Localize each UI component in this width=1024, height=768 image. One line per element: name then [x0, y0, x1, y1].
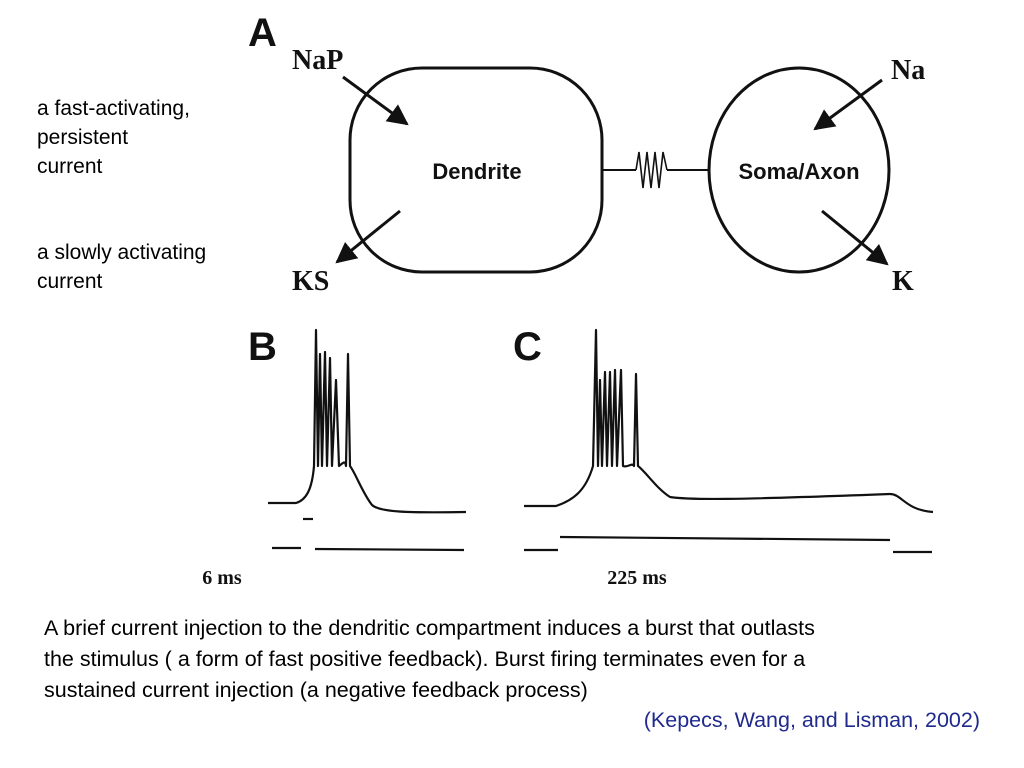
duration-label-c: 225 ms [607, 567, 667, 589]
caption-line: sustained current injection (a negative … [44, 678, 588, 702]
soma-axon-label: Soma/Axon [738, 159, 859, 184]
fast-current-annotation: a fast-activating, persistent current [37, 94, 190, 181]
injected-current-b [272, 546, 465, 552]
annotation-line: a fast-activating, [37, 97, 190, 120]
figure-caption: A brief current injection to the dendrit… [44, 613, 984, 706]
voltage-trace-b [268, 328, 467, 514]
ks-outward-arrow [335, 209, 401, 264]
caption-line: A brief current injection to the dendrit… [44, 616, 815, 640]
panel-label-c: C [513, 325, 542, 369]
ks-label: KS [292, 266, 329, 297]
annotation-line: a slowly activating [37, 241, 207, 264]
dendrite-label: Dendrite [432, 159, 521, 184]
duration-label-b: 6 ms [202, 567, 242, 589]
annotation-line: persistent [37, 126, 129, 149]
annotation-line: current [37, 155, 103, 178]
citation: (Kepecs, Wang, and Lisman, 2002) [643, 708, 980, 732]
slow-current-annotation: a slowly activating current [37, 238, 206, 296]
soma-axon-compartment [707, 66, 891, 274]
annotation-line: current [37, 270, 103, 293]
panel-label-a: A [248, 11, 277, 55]
nap-label: NaP [292, 45, 343, 76]
na-label: Na [891, 55, 925, 86]
injected-current-c [524, 535, 932, 554]
na-inward-arrow [813, 78, 883, 131]
panel-label-b: B [248, 325, 277, 369]
k-label: K [892, 266, 914, 297]
caption-line: the stimulus ( a form of fast positive f… [44, 647, 806, 671]
voltage-trace-c [524, 328, 934, 514]
nap-inward-arrow [342, 75, 409, 126]
k-outward-arrow [821, 209, 889, 266]
coupling-resistor [602, 151, 709, 189]
